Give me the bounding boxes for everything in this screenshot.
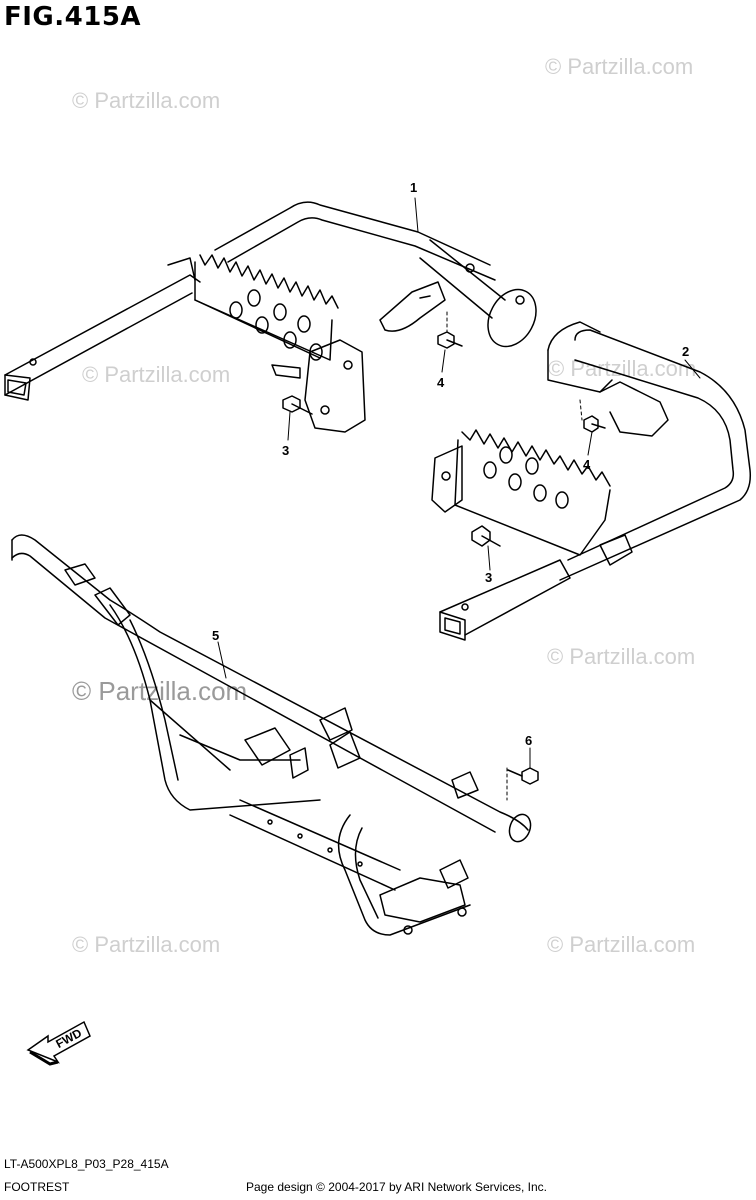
fwd-arrow-icon: FWD [26, 1020, 91, 1066]
footrest-frame-right [431, 321, 752, 641]
bolt-4-right [583, 415, 606, 433]
copyright-notice: Page design © 2004-2017 by ARI Network S… [246, 1180, 548, 1194]
watermark: © Partzilla.com [547, 932, 695, 957]
watermark: © Partzilla.com [548, 356, 696, 381]
bolt-3-left [282, 395, 313, 415]
watermark: © Partzilla.com [72, 932, 220, 957]
guard-frame [11, 534, 532, 936]
footrest-frame-left [4, 201, 537, 433]
watermarks: © Partzilla.com © Partzilla.com © Partzi… [72, 54, 696, 957]
diagram-name: FOOTREST [4, 1180, 70, 1194]
callout-1: 1 [410, 180, 417, 195]
figure-title: FIG.415A [4, 2, 142, 32]
bolt-4-left [437, 331, 463, 349]
callout-5: 5 [212, 628, 219, 643]
bolt-3-right [471, 525, 501, 547]
callout-2: 2 [682, 344, 689, 359]
watermark: © Partzilla.com [82, 362, 230, 387]
watermark: © Partzilla.com [72, 88, 220, 113]
callout-3a: 3 [282, 443, 289, 458]
watermark: © Partzilla.com [547, 644, 695, 669]
bolt-6 [507, 767, 539, 785]
watermark: © Partzilla.com [545, 54, 693, 79]
callout-6: 6 [525, 733, 532, 748]
callouts: 1 2 3 3 4 4 5 6 [212, 180, 689, 748]
callout-3b: 3 [485, 570, 492, 585]
leader-lines [217, 197, 701, 801]
callout-4a: 4 [437, 375, 445, 390]
diagram-code: LT-A500XPL8_P03_P28_415A [4, 1157, 169, 1171]
callout-4b: 4 [583, 457, 591, 472]
